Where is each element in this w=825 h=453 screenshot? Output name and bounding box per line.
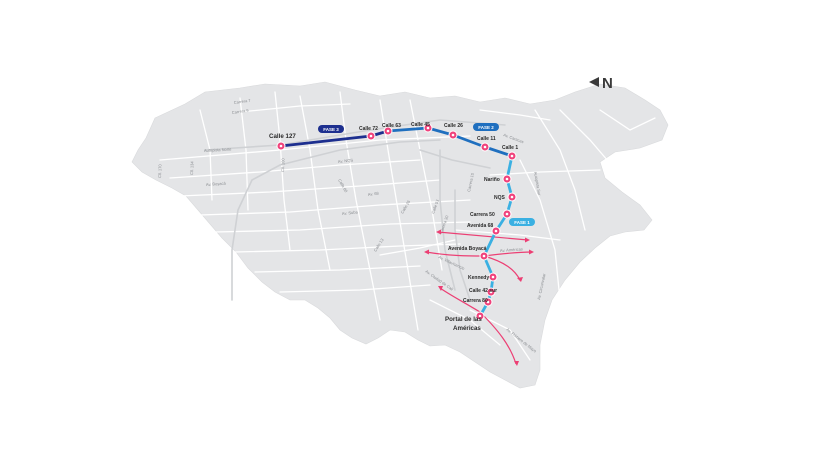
- phase-badges: FASE 3 FASE 2 FASE 1: [318, 123, 535, 226]
- street-label: Cll. 170: [157, 164, 162, 179]
- street-label: Carrera 10: [466, 172, 475, 192]
- station-portal-americas[interactable]: [475, 311, 485, 321]
- street-network: [159, 91, 656, 361]
- station-label: Nariño: [484, 177, 500, 183]
- street-label: Cll. 100: [280, 158, 285, 173]
- street-label: Carrera 7: [233, 98, 251, 105]
- phase-2-badge: FASE 2: [473, 123, 499, 131]
- station-label: NQS: [494, 195, 506, 201]
- stations: [276, 123, 517, 321]
- station-calle-11[interactable]: [480, 142, 490, 152]
- station-label: Américas: [453, 325, 481, 332]
- station-label: Calle 45: [411, 122, 430, 128]
- phase-1-badge: FASE 1: [509, 218, 535, 226]
- major-avenues: [204, 119, 506, 301]
- station-label: Avenida 68: [467, 223, 493, 229]
- station-avenida-boyaca[interactable]: [479, 251, 489, 261]
- street-label: Cll. 134: [189, 161, 194, 176]
- street-label: Autopista Sur: [533, 171, 542, 196]
- station-label: Carrera 50: [470, 212, 495, 218]
- street-label: Carrera 9: [231, 108, 249, 115]
- station-kennedy[interactable]: [488, 272, 498, 282]
- phase-1-label: FASE 1: [514, 220, 530, 225]
- station-calle-127[interactable]: [276, 141, 286, 151]
- station-narino[interactable]: [502, 174, 512, 184]
- station-label: Calle 42 sur: [469, 288, 497, 294]
- station-calle-72[interactable]: [366, 131, 376, 141]
- street-label: Av. NQS: [338, 157, 354, 164]
- station-calle-42-sur[interactable]: [486, 287, 496, 297]
- phase-3-label: FASE 3: [323, 127, 339, 132]
- station-label: Calle 127: [269, 133, 296, 140]
- station-calle-26[interactable]: [448, 130, 458, 140]
- street-label: Autopista Norte: [204, 147, 233, 153]
- station-label: Carrera 80: [463, 298, 488, 304]
- phase-2-label: FASE 2: [478, 125, 494, 130]
- street-label: Av. Suba: [342, 209, 359, 216]
- line-phase-1: [478, 154, 514, 318]
- connector-arrowheads: [424, 229, 534, 366]
- north-indicator: N: [589, 75, 613, 92]
- station-label: Calle 1: [502, 145, 518, 151]
- street-label: Av. Circunvalar: [536, 272, 547, 300]
- station-label: Portal de las: [445, 316, 482, 323]
- station-label: Kennedy: [468, 275, 489, 281]
- station-labels: Calle 127 Calle 72 Calle 63 Calle 45 Cal…: [269, 122, 518, 332]
- station-calle-45[interactable]: [423, 123, 433, 133]
- station-calle-1[interactable]: [507, 151, 517, 161]
- street-label: Av. Boyacá: [206, 181, 227, 187]
- station-carrera-50[interactable]: [502, 209, 512, 219]
- street-label: Carrera 30: [438, 214, 450, 234]
- station-label: Calle 26: [444, 123, 463, 129]
- station-nqs[interactable]: [507, 192, 517, 202]
- station-label: Calle 11: [477, 136, 496, 142]
- phase-3-badge: FASE 3: [318, 125, 344, 133]
- station-label: Calle 72: [359, 126, 378, 132]
- city-area: [131, 81, 669, 389]
- station-label: Calle 63: [382, 123, 401, 129]
- station-avenida-68[interactable]: [491, 226, 501, 236]
- north-arrow-icon: [589, 77, 599, 87]
- north-label: N: [602, 75, 613, 92]
- street-label: Av. Américas: [500, 246, 523, 253]
- street-label: Av. 68: [367, 190, 379, 197]
- street-label: Calle 53: [430, 198, 440, 214]
- station-calle-63[interactable]: [383, 126, 393, 136]
- station-label: Avenida Boyacá: [448, 246, 487, 252]
- station-carrera-80[interactable]: [483, 297, 493, 307]
